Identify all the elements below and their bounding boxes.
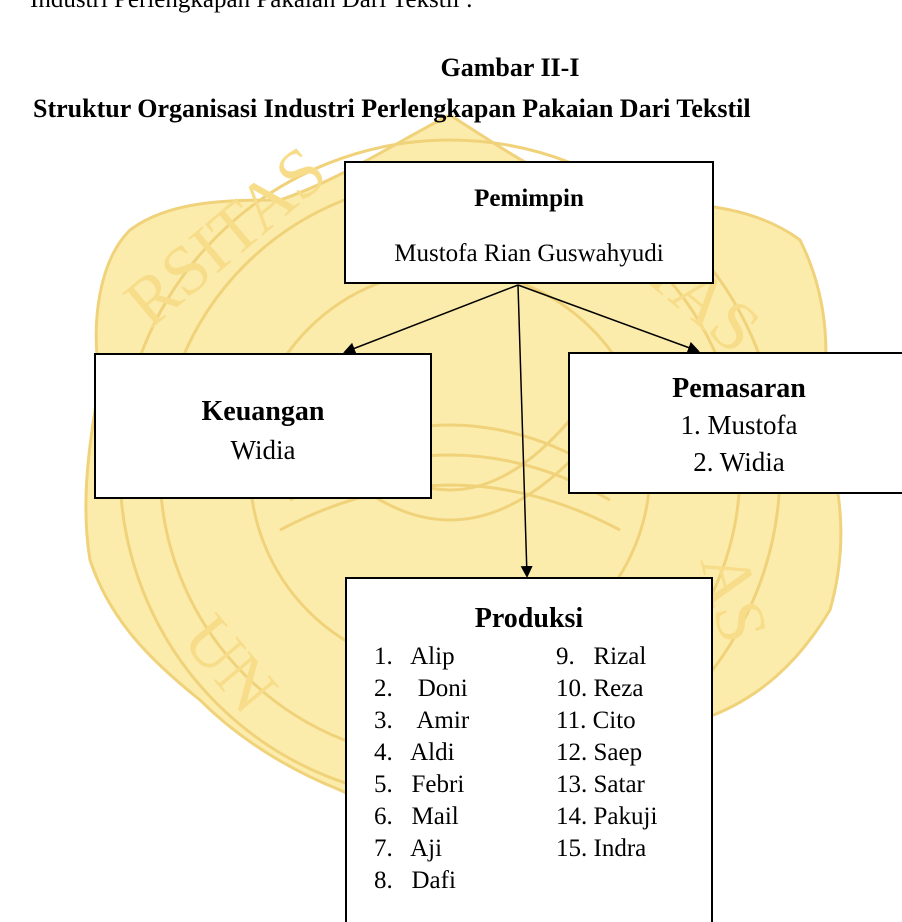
figure-label: Gambar II-I <box>440 53 580 82</box>
production-member: 15. Indra <box>556 835 647 862</box>
production-member: 6. Mail <box>374 803 459 830</box>
marketing-member: 1. Mustofa <box>680 410 798 440</box>
production-member: 12. Saep <box>556 739 643 766</box>
production-member: 3. Amir <box>374 707 470 734</box>
finance-title: Keuangan <box>201 396 325 427</box>
marketing-member: 2. Widia <box>693 447 785 477</box>
production-member: 9. Rizal <box>556 643 647 670</box>
preceding-text-line: Industri Perlengkapan Pakaian Dari Tekst… <box>30 0 473 14</box>
arrow-to-marketing <box>517 284 700 354</box>
leader-title: Pemimpin <box>474 185 584 212</box>
arrow-to-finance <box>343 284 519 354</box>
production-member: 4. Aldi <box>374 739 455 766</box>
production-box: Produksi 1. Alip 2. Doni 3. Amir 4. Aldi… <box>345 577 713 922</box>
arrow-to-production <box>517 284 533 578</box>
production-title: Produksi <box>474 603 584 634</box>
production-member: 14. Pakuji <box>556 803 658 830</box>
production-member: 13. Satar <box>556 771 645 798</box>
finance-box: Keuangan Widia <box>94 353 432 499</box>
leader-name: Mustofa Rian Guswahyudi <box>394 240 664 267</box>
production-member: 1. Alip <box>374 643 455 670</box>
figure-title: Struktur Organisasi Industri Perlengkapa… <box>33 94 751 123</box>
production-member: 8. Dafi <box>374 867 456 894</box>
production-member: 10. Reza <box>556 675 644 702</box>
production-member: 2. Doni <box>374 675 468 702</box>
production-member: 11. Cito <box>556 707 636 734</box>
marketing-box: Pemasaran 1. Mustofa 2. Widia <box>568 352 902 494</box>
production-member: 7. Aji <box>374 835 443 862</box>
marketing-title: Pemasaran <box>672 373 806 404</box>
production-member: 5. Febri <box>374 771 465 798</box>
leader-box: Pemimpin Mustofa Rian Guswahyudi <box>344 161 714 284</box>
finance-name: Widia <box>230 435 296 465</box>
